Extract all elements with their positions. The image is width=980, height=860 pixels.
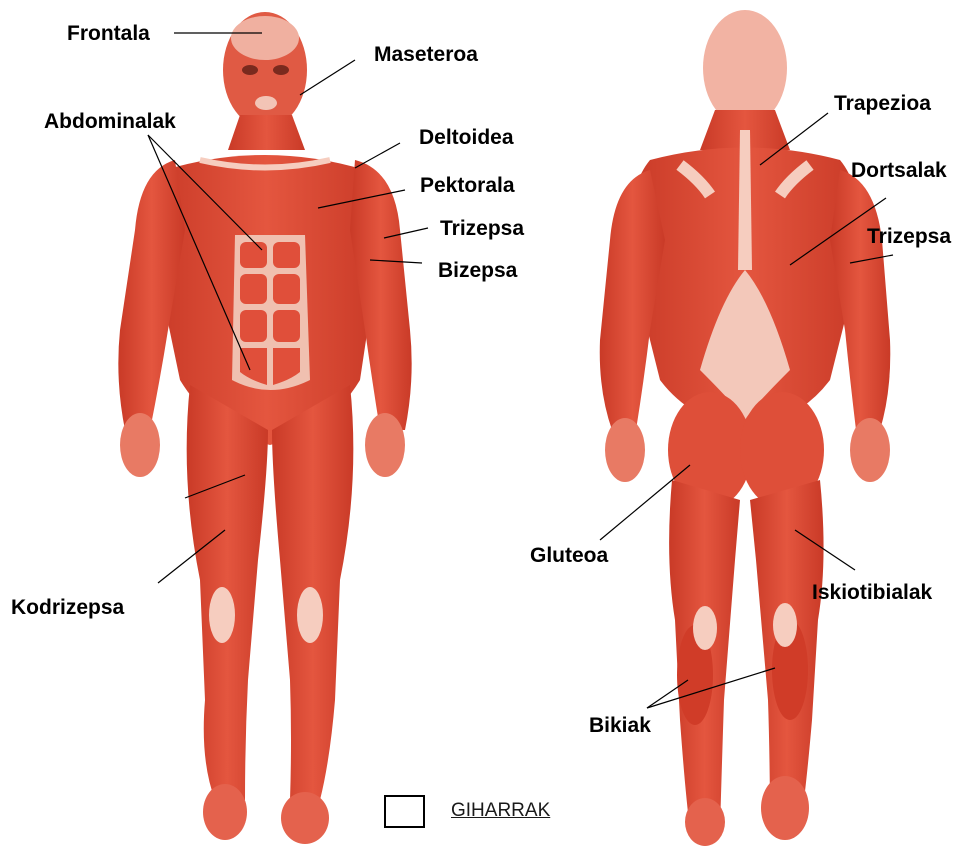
label-frontala: Frontala <box>67 23 150 44</box>
front-figure <box>118 12 411 844</box>
label-dortsalak: Dortsalak <box>851 160 947 181</box>
label-bikiak: Bikiak <box>589 715 651 736</box>
label-kodrizepsa: Kodrizepsa <box>11 597 124 618</box>
legend-title: GIHARRAK <box>451 800 550 822</box>
back-head <box>703 10 787 126</box>
label-bizepsa: Bizepsa <box>438 260 517 281</box>
legend-checkbox[interactable] <box>384 795 425 828</box>
leader-maseteroa <box>300 60 355 95</box>
label-trizepsa-front: Trizepsa <box>440 218 524 239</box>
label-maseteroa: Maseteroa <box>374 44 478 65</box>
label-deltoidea: Deltoidea <box>419 127 514 148</box>
leader-deltoidea <box>355 143 400 168</box>
label-iskiotibialak: Iskiotibialak <box>812 582 932 603</box>
label-abdominalak: Abdominalak <box>44 111 176 132</box>
label-trapezioa: Trapezioa <box>834 93 931 114</box>
label-trizepsa-back: Trizepsa <box>867 226 951 247</box>
label-gluteoa: Gluteoa <box>530 545 608 566</box>
label-pektorala: Pektorala <box>420 175 515 196</box>
